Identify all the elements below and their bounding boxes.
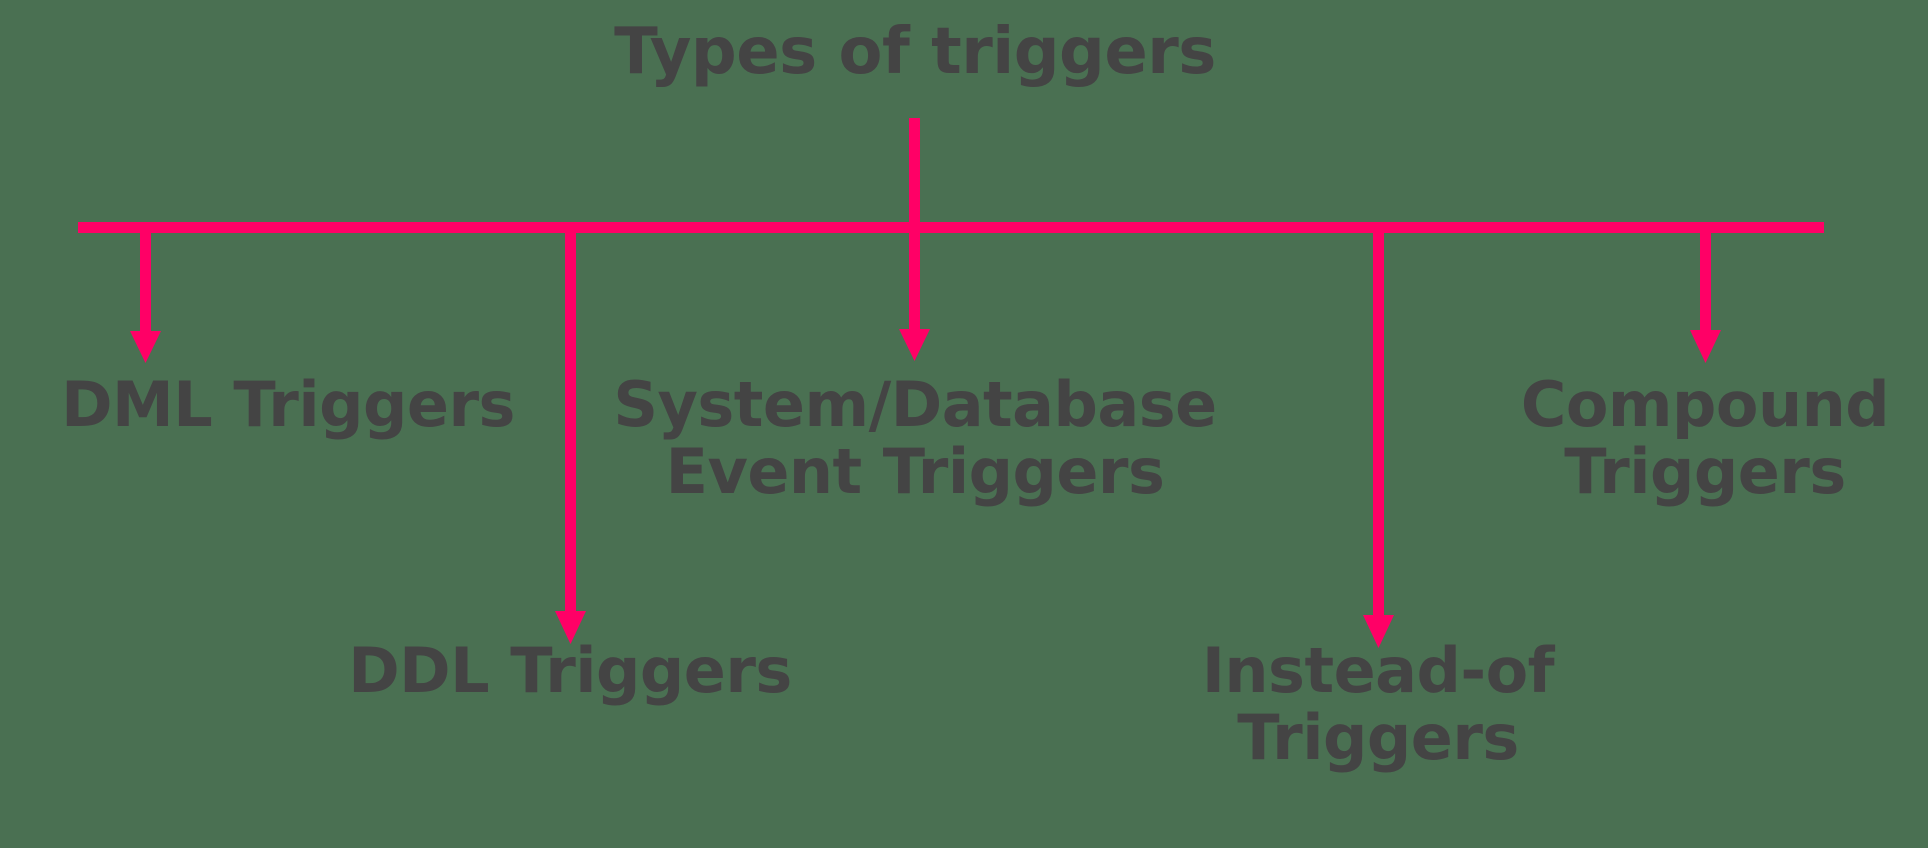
- node-label-instead-of-triggers: Instead-of Triggers: [1201, 634, 1555, 774]
- node-label-compound-triggers: Compound Triggers: [1520, 368, 1890, 508]
- dml-branch-stem: [140, 228, 151, 334]
- node-label-dml-triggers: DML Triggers: [61, 368, 515, 441]
- node-label-ddl-triggers: DDL Triggers: [348, 634, 792, 707]
- sysdb-arrowhead: [899, 329, 930, 361]
- node-label-system-database-event-triggers: System/Database Event Triggers: [613, 368, 1217, 508]
- ddl-branch-stem: [565, 228, 576, 614]
- horizontal-spine: [78, 222, 1824, 233]
- compound-branch-stem: [1700, 228, 1711, 333]
- diagram-title: Types of triggers: [614, 15, 1216, 89]
- sysdb-branch-stem: [909, 228, 920, 331]
- compound-arrowhead: [1690, 330, 1721, 363]
- title-connector-stem: [909, 118, 920, 228]
- ddl-arrowhead: [555, 611, 586, 644]
- instead-of-branch-stem: [1373, 228, 1384, 618]
- dml-arrowhead: [130, 331, 161, 363]
- instead-of-arrowhead: [1363, 615, 1394, 648]
